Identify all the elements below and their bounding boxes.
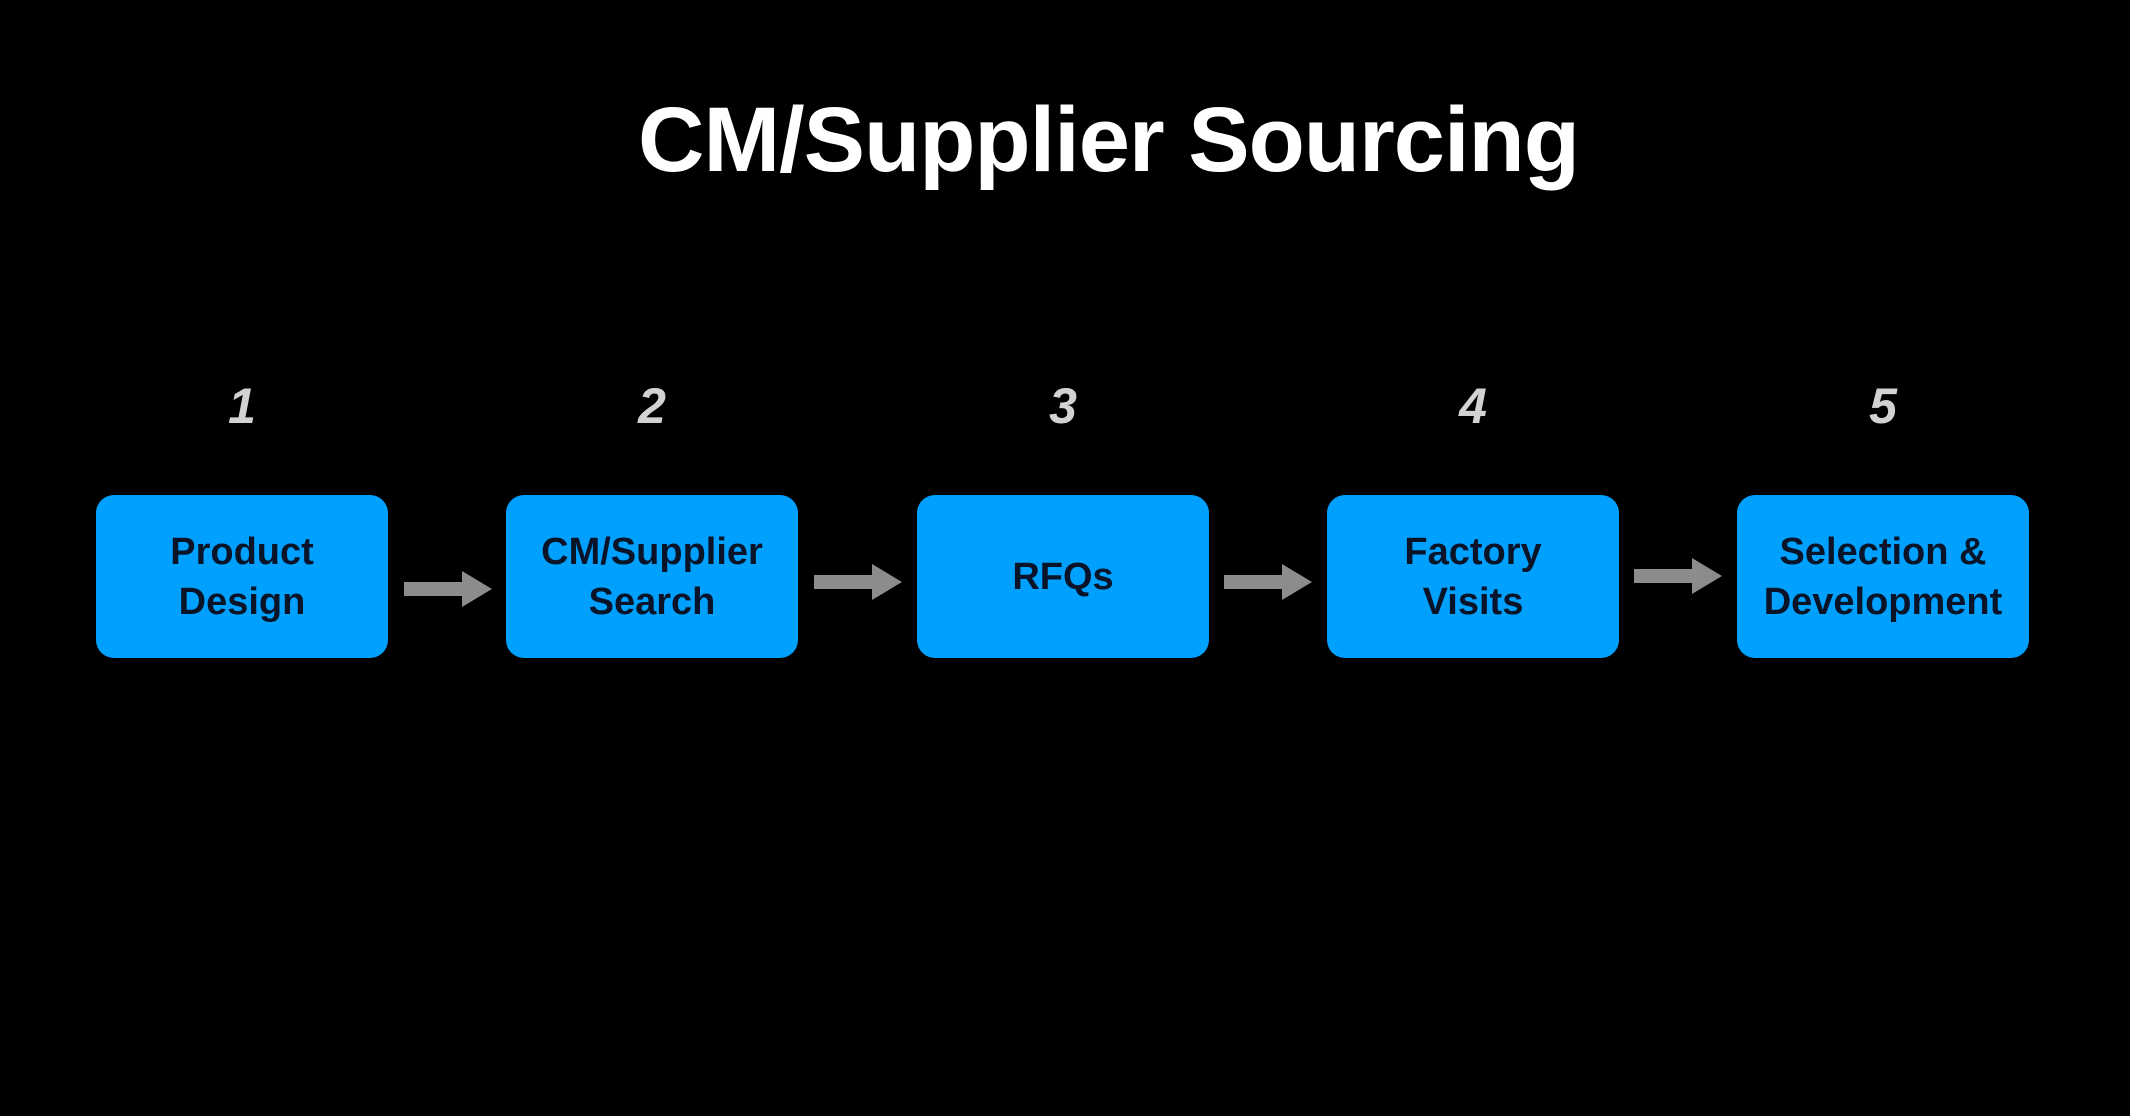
step-box: RFQs (917, 495, 1209, 658)
step-label: Factory Visits (1404, 530, 1542, 623)
step-label: RFQs (1012, 555, 1114, 598)
step-number: 5 (1869, 378, 1897, 434)
step-box: Factory Visits (1327, 495, 1619, 658)
step-number: 1 (228, 378, 256, 434)
step-number: 4 (1459, 378, 1487, 434)
arrow-right-icon (404, 571, 492, 607)
slide-title: CM/Supplier Sourcing (638, 89, 1580, 191)
step-label: Selection & Development (1763, 530, 2003, 623)
step-box: Selection & Development (1737, 495, 2029, 658)
step-box: Product Design (96, 495, 388, 658)
step-label: Product Design (170, 530, 314, 623)
arrow-right-icon (1224, 564, 1312, 600)
step-box: CM/Supplier Search (506, 495, 798, 658)
step-number: 3 (1049, 378, 1077, 434)
step-number: 2 (638, 378, 666, 434)
arrow-right-icon (814, 564, 902, 600)
step-label: CM/Supplier Search (541, 530, 763, 623)
arrow-right-icon (1634, 558, 1722, 594)
